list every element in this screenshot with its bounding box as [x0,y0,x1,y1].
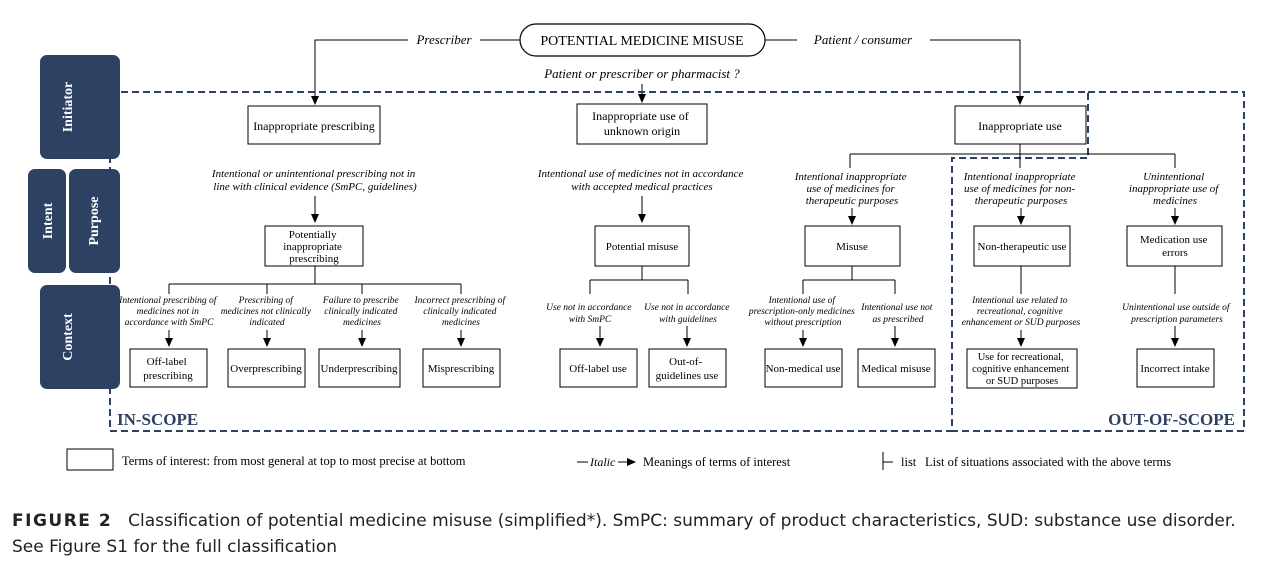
box-off-label-prescribing [129,348,208,388]
intent-unknown: Intentional use of medicines not in acco… [537,168,746,193]
box-misuse [804,225,901,267]
context-underprescribing-text: Failure to prescribe clinically indicate… [322,296,401,328]
context-medical-misuse-text: Intentional use not as prescribed [860,303,935,325]
side-initiator-label: Initiator [61,82,76,133]
figure-caption-text: Classification of potential medicine mis… [12,511,1236,557]
box-misuse-label: Misuse [836,241,868,253]
legend-list-bracket [882,452,893,470]
box-misprescribing [422,348,501,388]
box-overprescribing-label: Overprescribing [230,363,302,375]
side-purpose-label: Purpose [87,197,102,246]
box-pip-label: Potentially inappropriate prescribing [283,229,344,265]
context-offlabel-text: Intentional prescribing of medicines not… [118,295,219,328]
out-of-scope-border [952,91,1245,432]
box-underprescribing-label: Underprescribing [321,363,398,375]
box-recreational-use-label: Use for recreational, cognitive enhancem… [972,352,1072,387]
box-non-therapeutic-use [973,225,1071,267]
box-inappropriate-use [954,105,1087,145]
intent-prescribing: Intentional or unintentional prescribing… [211,168,418,193]
box-inappropriate-prescribing-label: Inappropriate prescribing [253,119,375,133]
side-intent-label: Intent [41,202,56,239]
box-underprescribing [318,348,401,388]
context-recreational-text: Intentional use related to recreational,… [962,296,1081,328]
box-unknown-origin [576,103,708,145]
in-scope-label: IN-SCOPE [117,410,198,429]
in-scope-border [109,91,1089,432]
figure-number: FIGURE 2 [12,511,113,531]
legend-box-swatch [66,448,114,471]
edge-patient [930,39,1024,105]
legend-terms-text: Terms of interest: from most general at … [122,454,466,468]
intent-unintentional: Unintentional inappropriate use of medic… [1129,171,1221,207]
box-incorrect-intake-label: Incorrect intake [1140,363,1209,375]
edge-prescriber-label: Prescriber [415,32,472,47]
context-misprescribing-text: Incorrect prescribing of clinically indi… [414,295,508,328]
context-offlabel-use-text: Use not in accordance with SmPC [546,303,634,325]
box-medication-use-errors-label: Medication use errors [1140,234,1210,259]
side-context [40,285,120,389]
context-non-medical-text: Intentional use of prescription-only med… [748,295,857,328]
side-context-label: Context [61,313,76,361]
box-out-of-guidelines-use [648,348,727,388]
box-inappropriate-use-label: Inappropriate use [978,119,1062,133]
legend-italic-text: Italic [589,455,616,469]
box-off-label-use-label: Off-label use [569,363,627,375]
root-label: POTENTIAL MEDICINE MISUSE [540,34,743,49]
box-non-medical-use [764,348,843,388]
legend-meanings-text: Meanings of terms of interest [643,455,791,469]
box-unknown-origin-label: Inappropriate use of unknown origin [592,109,692,138]
box-potentially-inappropriate-prescribing [264,225,364,267]
side-purpose [69,169,120,273]
context-incorrect-intake-text: Unintentional use outside of prescriptio… [1122,302,1232,325]
box-out-of-guidelines-use-label: Out-of- guidelines use [656,356,719,382]
box-potential-misuse [594,225,690,267]
out-of-scope-label: OUT-OF-SCOPE [1108,410,1235,429]
edge-unknown-label: Patient or prescriber or pharmacist ? [543,66,740,81]
box-incorrect-intake [1136,348,1215,388]
legend-list-label: list [901,455,917,469]
side-intent [28,169,66,273]
box-inappropriate-prescribing [247,105,381,145]
edge-patient-label: Patient / consumer [813,32,913,47]
box-non-therapeutic-use-label: Non-therapeutic use [978,241,1067,253]
side-initiator [40,55,120,159]
edge-prescriber [311,39,408,105]
box-overprescribing [227,348,306,388]
box-off-label-prescribing-label: Off-label prescribing [143,356,193,382]
intent-non-therapeutic: Intentional inappropriate use of medicin… [963,171,1078,207]
intent-therapeutic: Intentional inappropriate use of medicin… [794,171,909,207]
legend-situations-text: List of situations associated with the a… [925,455,1171,469]
box-medical-misuse-label: Medical misuse [861,363,930,375]
box-off-label-use [559,348,638,388]
box-potential-misuse-label: Potential misuse [606,241,679,253]
box-recreational-use [966,348,1078,389]
box-medical-misuse [857,348,936,388]
box-misprescribing-label: Misprescribing [428,363,495,375]
box-non-medical-use-label: Non-medical use [766,363,841,375]
box-medication-use-errors [1126,225,1223,267]
context-overprescribing-text: Prescribing of medicines not clinically … [221,295,314,328]
context-out-of-guidelines-text: Use not in accordance with guidelines [644,303,732,325]
